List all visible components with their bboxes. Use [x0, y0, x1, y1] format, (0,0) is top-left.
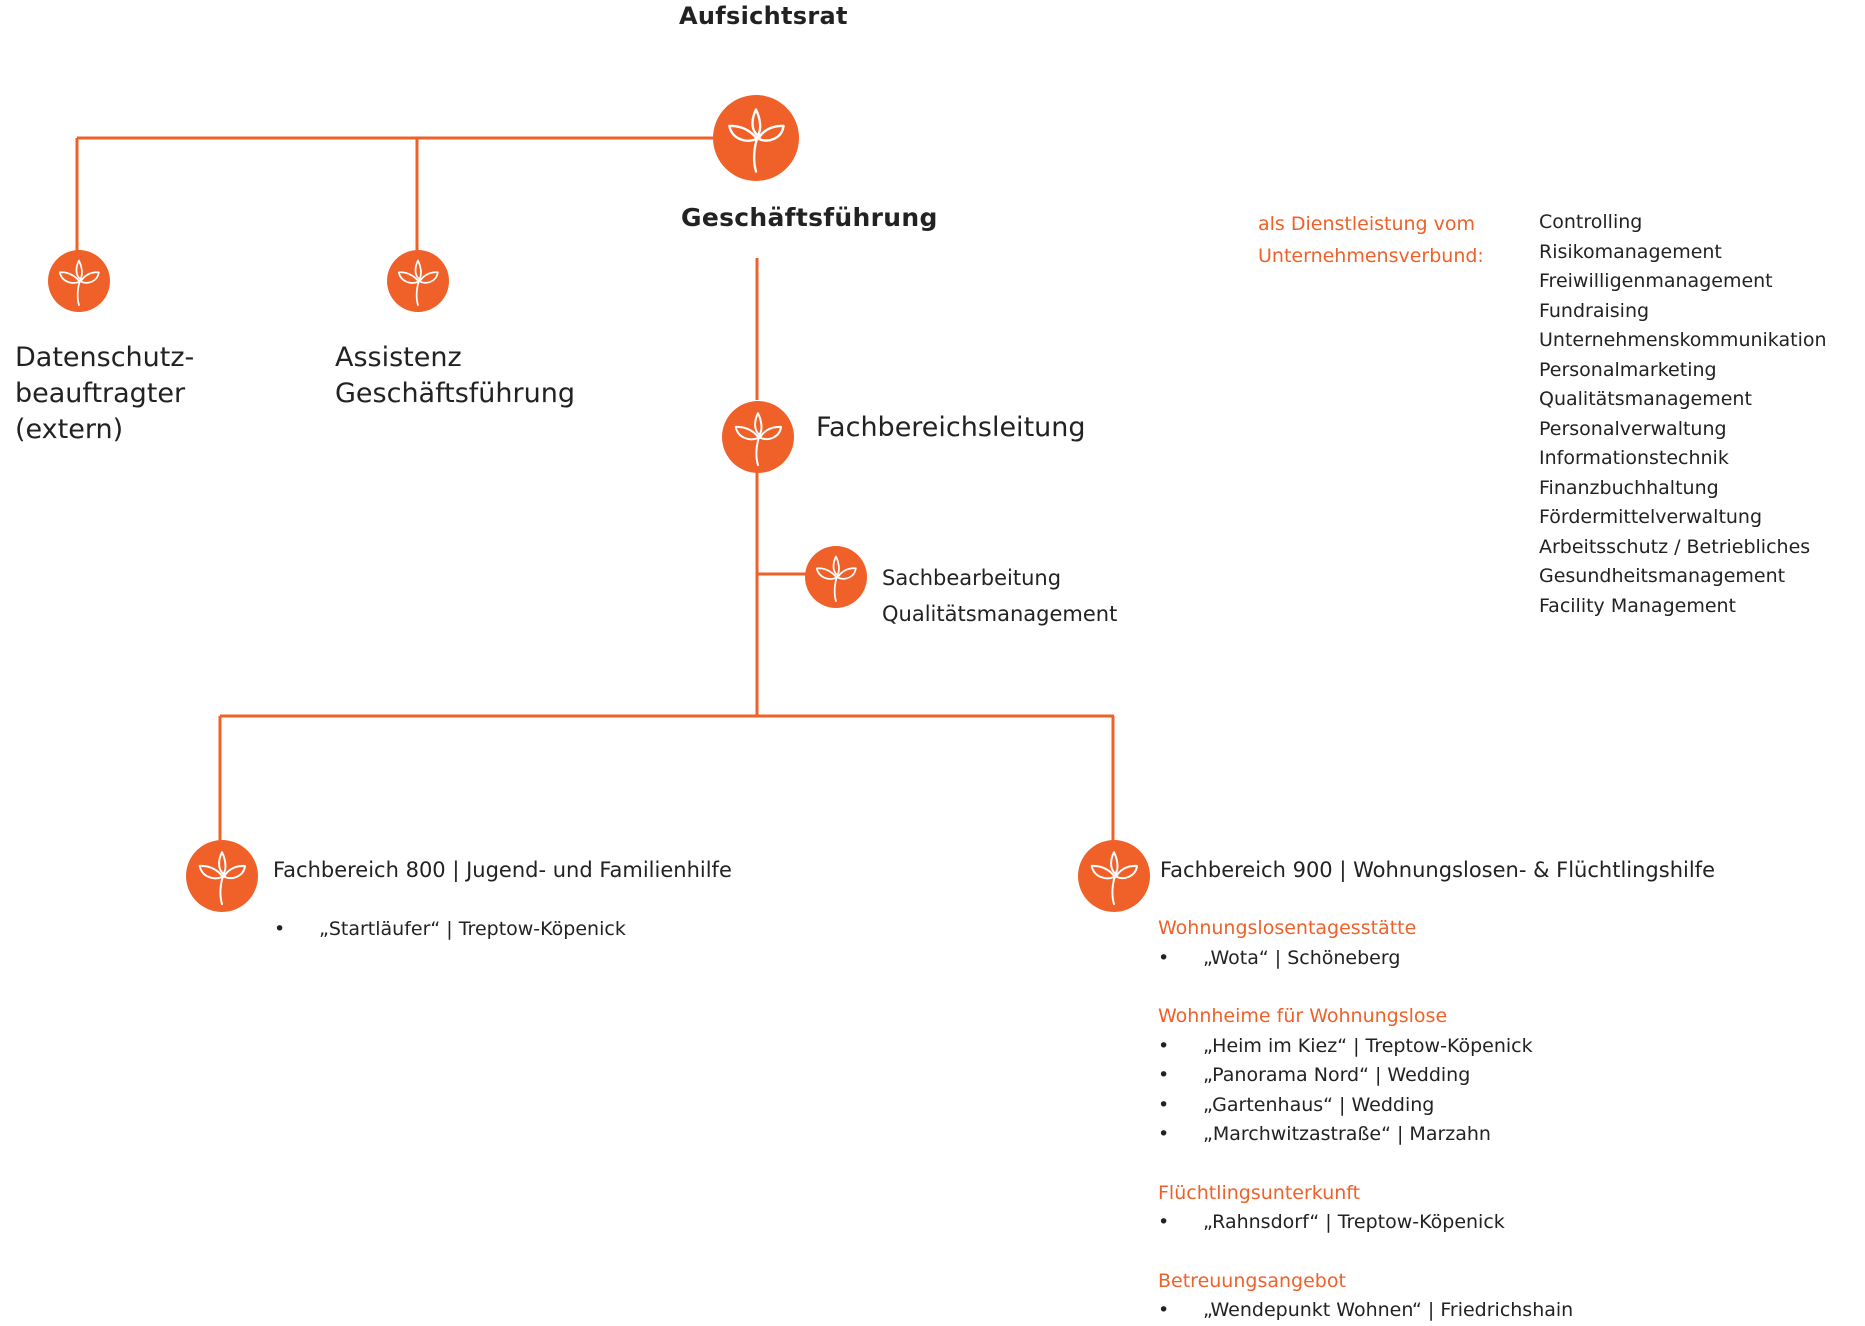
- fb900-list-item: „Panorama Nord“ | Wedding: [1158, 1061, 1573, 1091]
- data-protection-line: beauftragter: [15, 378, 186, 409]
- service-item: Personalverwaltung: [1539, 417, 1727, 440]
- fb900-group-list: „Wota“ | Schöneberg: [1158, 944, 1573, 974]
- data-protection-label: Datenschutz- beauftragter (extern): [15, 340, 194, 448]
- fb900-group-list: „Heim im Kiez“ | Treptow-Köpenick„Panora…: [1158, 1032, 1573, 1150]
- department-lead-label: Fachbereichsleitung: [816, 412, 1086, 443]
- service-item: Personalmarketing: [1539, 358, 1717, 381]
- service-item: Facility Management: [1539, 594, 1737, 617]
- flower-logo-icon: [386, 249, 450, 313]
- management-label: Geschäftsführung: [681, 203, 938, 232]
- service-item: Gesundheitsmanagement: [1539, 565, 1786, 587]
- service-label-line: Unternehmensverbund:: [1258, 245, 1484, 267]
- fb900-group-list: „Wendepunkt Wohnen“ | Friedrichshain: [1158, 1296, 1573, 1326]
- fb900-group: Flüchtlingsunterkunft „Rahnsdorf“ | Trept…: [1158, 1179, 1573, 1238]
- fb900-list-item: „Marchwitzastraße“ | Marzahn: [1158, 1120, 1573, 1150]
- quality-staff-line: Sachbearbeitung: [882, 566, 1062, 590]
- fb900-list-item: „Heim im Kiez“ | Treptow-Köpenick: [1158, 1032, 1573, 1062]
- data-protection-line: (extern): [15, 414, 124, 445]
- service-item: Risikomanagement: [1539, 240, 1722, 263]
- fb900-list-item: „Wendepunkt Wohnen“ | Friedrichshain: [1158, 1296, 1573, 1326]
- service-label: als Dienstleistung vom Unternehmensverbu…: [1258, 208, 1484, 272]
- assistant-line: Geschäftsführung: [335, 378, 575, 409]
- supervisory-board-label: Aufsichtsrat: [679, 2, 848, 30]
- fb900-group-heading: Betreuungsangebot: [1158, 1269, 1346, 1292]
- quality-staff-line: Qualitätsmanagement: [882, 602, 1118, 626]
- service-item: Unternehmenskommunikation: [1539, 329, 1827, 351]
- fb900-title: Fachbereich 900 | Wohnungslosen- & Flüch…: [1160, 858, 1715, 882]
- service-item: Fundraising: [1539, 299, 1650, 322]
- fb900-group-list: „Rahnsdorf“ | Treptow-Köpenick: [1158, 1208, 1573, 1238]
- fb900-list-item: „Wota“ | Schöneberg: [1158, 944, 1573, 974]
- service-item: Finanzbuchhaltung: [1539, 476, 1719, 499]
- service-item: Fördermittelverwaltung: [1539, 506, 1763, 528]
- fb800-title: Fachbereich 800 | Jugend- und Familienhi…: [273, 858, 732, 882]
- fb900-groups: Wohnungslosentagesstätte „Wota“ | Schöneb…: [1158, 914, 1573, 1326]
- flower-logo-icon: [47, 249, 111, 313]
- fb900-list-item: „Rahnsdorf“ | Treptow-Köpenick: [1158, 1208, 1573, 1238]
- fb900-group-heading: Wohnheime für Wohnungslose: [1158, 1005, 1448, 1027]
- service-label-line: als Dienstleistung vom: [1258, 213, 1476, 235]
- flower-logo-icon: [804, 545, 868, 609]
- fb900-group: Wohnheime für Wohnungslose „Heim im Kiez“…: [1158, 1002, 1573, 1150]
- service-item: Arbeitsschutz / Betriebliches: [1539, 535, 1811, 558]
- service-item: Controlling: [1539, 211, 1643, 233]
- fb900-group: Wohnungslosentagesstätte „Wota“ | Schöneb…: [1158, 914, 1573, 973]
- fb800-list: „Startläufer“ | Treptow-Köpenick: [274, 915, 626, 945]
- flower-logo-icon: [1077, 839, 1151, 913]
- service-item: Qualitätsmanagement: [1539, 388, 1752, 410]
- fb800-list-item: „Startläufer“ | Treptow-Köpenick: [274, 915, 626, 945]
- fb900-group-heading: Flüchtlingsunterkunft: [1158, 1181, 1361, 1204]
- service-item: Informationstechnik: [1539, 447, 1729, 469]
- flower-logo-icon: [711, 93, 801, 183]
- quality-staff-label: Sachbearbeitung Qualitätsmanagement: [882, 560, 1117, 632]
- flower-logo-icon: [185, 839, 259, 913]
- assistant-line: Assistenz: [335, 342, 462, 373]
- flower-logo-icon: [721, 400, 795, 474]
- fb900-group: Betreuungsangebot „Wendepunkt Wohnen“ | F…: [1158, 1267, 1573, 1326]
- fb900-list-item: „Gartenhaus“ | Wedding: [1158, 1091, 1573, 1121]
- fb900-group-heading: Wohnungslosentagesstätte: [1158, 917, 1417, 939]
- assistant-label: Assistenz Geschäftsführung: [335, 340, 575, 412]
- data-protection-line: Datenschutz-: [15, 342, 195, 373]
- service-item: Freiwilligenmanagement: [1539, 270, 1773, 292]
